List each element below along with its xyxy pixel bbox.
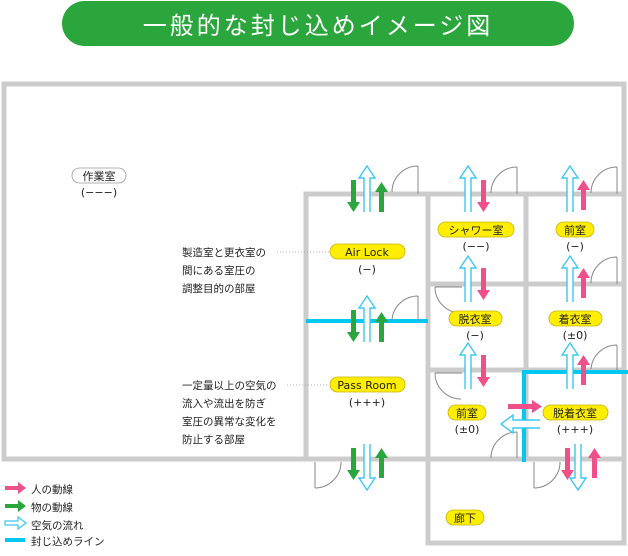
air-flow-arrow-icon bbox=[499, 413, 540, 435]
person-flow-arrow-icon bbox=[477, 180, 490, 212]
air-flow-arrow-icon bbox=[569, 443, 587, 491]
material-flow-arrow-icon bbox=[347, 310, 360, 342]
material-flow-arrows bbox=[347, 180, 388, 480]
legend-label: 物の動線 bbox=[31, 501, 73, 514]
diagram-title: 一般的な封じ込めイメージ図 bbox=[62, 1, 574, 46]
seal-line-icon bbox=[5, 538, 25, 542]
air-flow-arrow-icon bbox=[459, 342, 477, 390]
air-flow-arrow-icon bbox=[459, 165, 477, 213]
person-flow-arrow-icon bbox=[561, 448, 574, 480]
doors bbox=[314, 165, 618, 489]
room-name: 廊下 bbox=[454, 511, 476, 525]
person-flow-arrow-icon bbox=[5, 482, 26, 494]
room-pressure: (−) bbox=[358, 263, 376, 276]
person-flow-arrow-icon bbox=[508, 400, 542, 413]
air-flow-arrow-icon bbox=[4, 515, 27, 531]
door bbox=[533, 461, 561, 489]
legend-label: 封じ込めライン bbox=[31, 535, 105, 548]
walls bbox=[1, 81, 627, 546]
room-pressure: (+++) bbox=[349, 396, 385, 409]
door bbox=[490, 166, 518, 194]
person-flow-arrow-icon bbox=[577, 268, 590, 298]
material-flow-arrow-icon bbox=[375, 312, 388, 342]
person-flow-arrow-icon bbox=[577, 355, 590, 385]
room-pressure: (−−) bbox=[462, 240, 489, 253]
room-name: 作業室 bbox=[83, 169, 116, 183]
room-name: 着衣室 bbox=[559, 312, 592, 326]
note-airlock: 製造室と更衣室の 間にある室圧の 調整目的の部屋 bbox=[182, 246, 329, 295]
room-pressure: (±0) bbox=[563, 329, 588, 342]
room-pressure: (±0) bbox=[455, 423, 480, 436]
door bbox=[314, 461, 342, 489]
room-name: シャワー室 bbox=[449, 223, 504, 237]
material-flow-arrow-icon bbox=[347, 448, 360, 480]
seal-line-changing bbox=[522, 370, 628, 462]
door bbox=[434, 372, 462, 400]
room-name: 脱着衣室 bbox=[553, 406, 597, 420]
room-dress: 着衣室 (±0) bbox=[548, 310, 603, 342]
door bbox=[391, 165, 419, 194]
material-flow-arrow-icon bbox=[347, 180, 360, 212]
air-flow-arrow-icon bbox=[358, 165, 376, 213]
room-name: Air Lock bbox=[345, 246, 389, 259]
note-line: 室圧の異常な変化を bbox=[182, 415, 277, 428]
note-passroom: 一定量以上の空気の 流入や流出を防ぎ 室圧の異常な変化を 防止する部屋 bbox=[182, 379, 329, 446]
room-anteroom-2: 前室 (±0) bbox=[447, 404, 487, 436]
material-flow-arrow-icon bbox=[375, 448, 388, 478]
legend-label: 空気の流れ bbox=[31, 519, 84, 532]
air-flow-arrow-icon bbox=[561, 255, 579, 303]
door bbox=[434, 286, 462, 314]
room-changing: 脱着衣室 (+++) bbox=[542, 404, 609, 436]
door bbox=[590, 166, 618, 194]
room-undress: 脱衣室 (−) bbox=[448, 310, 503, 342]
legend: 人の動線 物の動線 空気の流れ 封じ込めライン bbox=[4, 482, 105, 548]
person-flow-arrow-icon bbox=[577, 180, 590, 210]
air-flow-arrow-icon bbox=[561, 342, 579, 390]
legend-label: 人の動線 bbox=[31, 483, 73, 496]
note-line: 間にある室圧の bbox=[182, 264, 256, 277]
door bbox=[590, 344, 618, 370]
room-corridor: 廊下 bbox=[445, 509, 485, 526]
room-pressure: (+++) bbox=[557, 423, 593, 436]
air-flow-arrow-icon bbox=[358, 443, 376, 491]
note-line: 製造室と更衣室の bbox=[182, 246, 266, 259]
room-anteroom-1: 前室 (−) bbox=[555, 221, 595, 253]
room-airlock: Air Lock (−) bbox=[329, 243, 406, 276]
room-work: 作業室 (−−−) bbox=[71, 167, 127, 199]
door bbox=[490, 431, 518, 459]
note-line: 防止する部屋 bbox=[182, 433, 245, 446]
air-flow-arrow-icon bbox=[561, 165, 579, 213]
air-flow-arrows bbox=[358, 165, 587, 491]
note-line: 調整目的の部屋 bbox=[182, 282, 256, 295]
note-line: 流入や流出を防ぎ bbox=[182, 397, 266, 410]
person-flow-arrow-icon bbox=[477, 355, 490, 387]
outer-wall bbox=[1, 81, 627, 546]
door bbox=[391, 295, 419, 321]
material-flow-arrow-icon bbox=[5, 500, 26, 512]
room-name: 前室 bbox=[564, 223, 586, 237]
person-flow-arrow-icon bbox=[477, 268, 490, 300]
air-flow-arrow-icon bbox=[459, 255, 477, 303]
material-flow-arrow-icon bbox=[375, 182, 388, 212]
room-name: 脱衣室 bbox=[459, 312, 492, 326]
room-pressure: (−−−) bbox=[81, 186, 117, 199]
room-shower: シャワー室 (−−) bbox=[437, 221, 515, 253]
room-passroom: Pass Room (+++) bbox=[329, 376, 406, 409]
room-pressure: (−) bbox=[566, 240, 584, 253]
note-line: 一定量以上の空気の bbox=[182, 379, 277, 392]
room-name: 前室 bbox=[456, 406, 478, 420]
room-pressure: (−) bbox=[466, 329, 484, 342]
door bbox=[590, 256, 618, 284]
room-name: Pass Room bbox=[337, 379, 396, 392]
person-flow-arrows bbox=[477, 180, 601, 480]
person-flow-arrow-icon bbox=[588, 448, 601, 478]
